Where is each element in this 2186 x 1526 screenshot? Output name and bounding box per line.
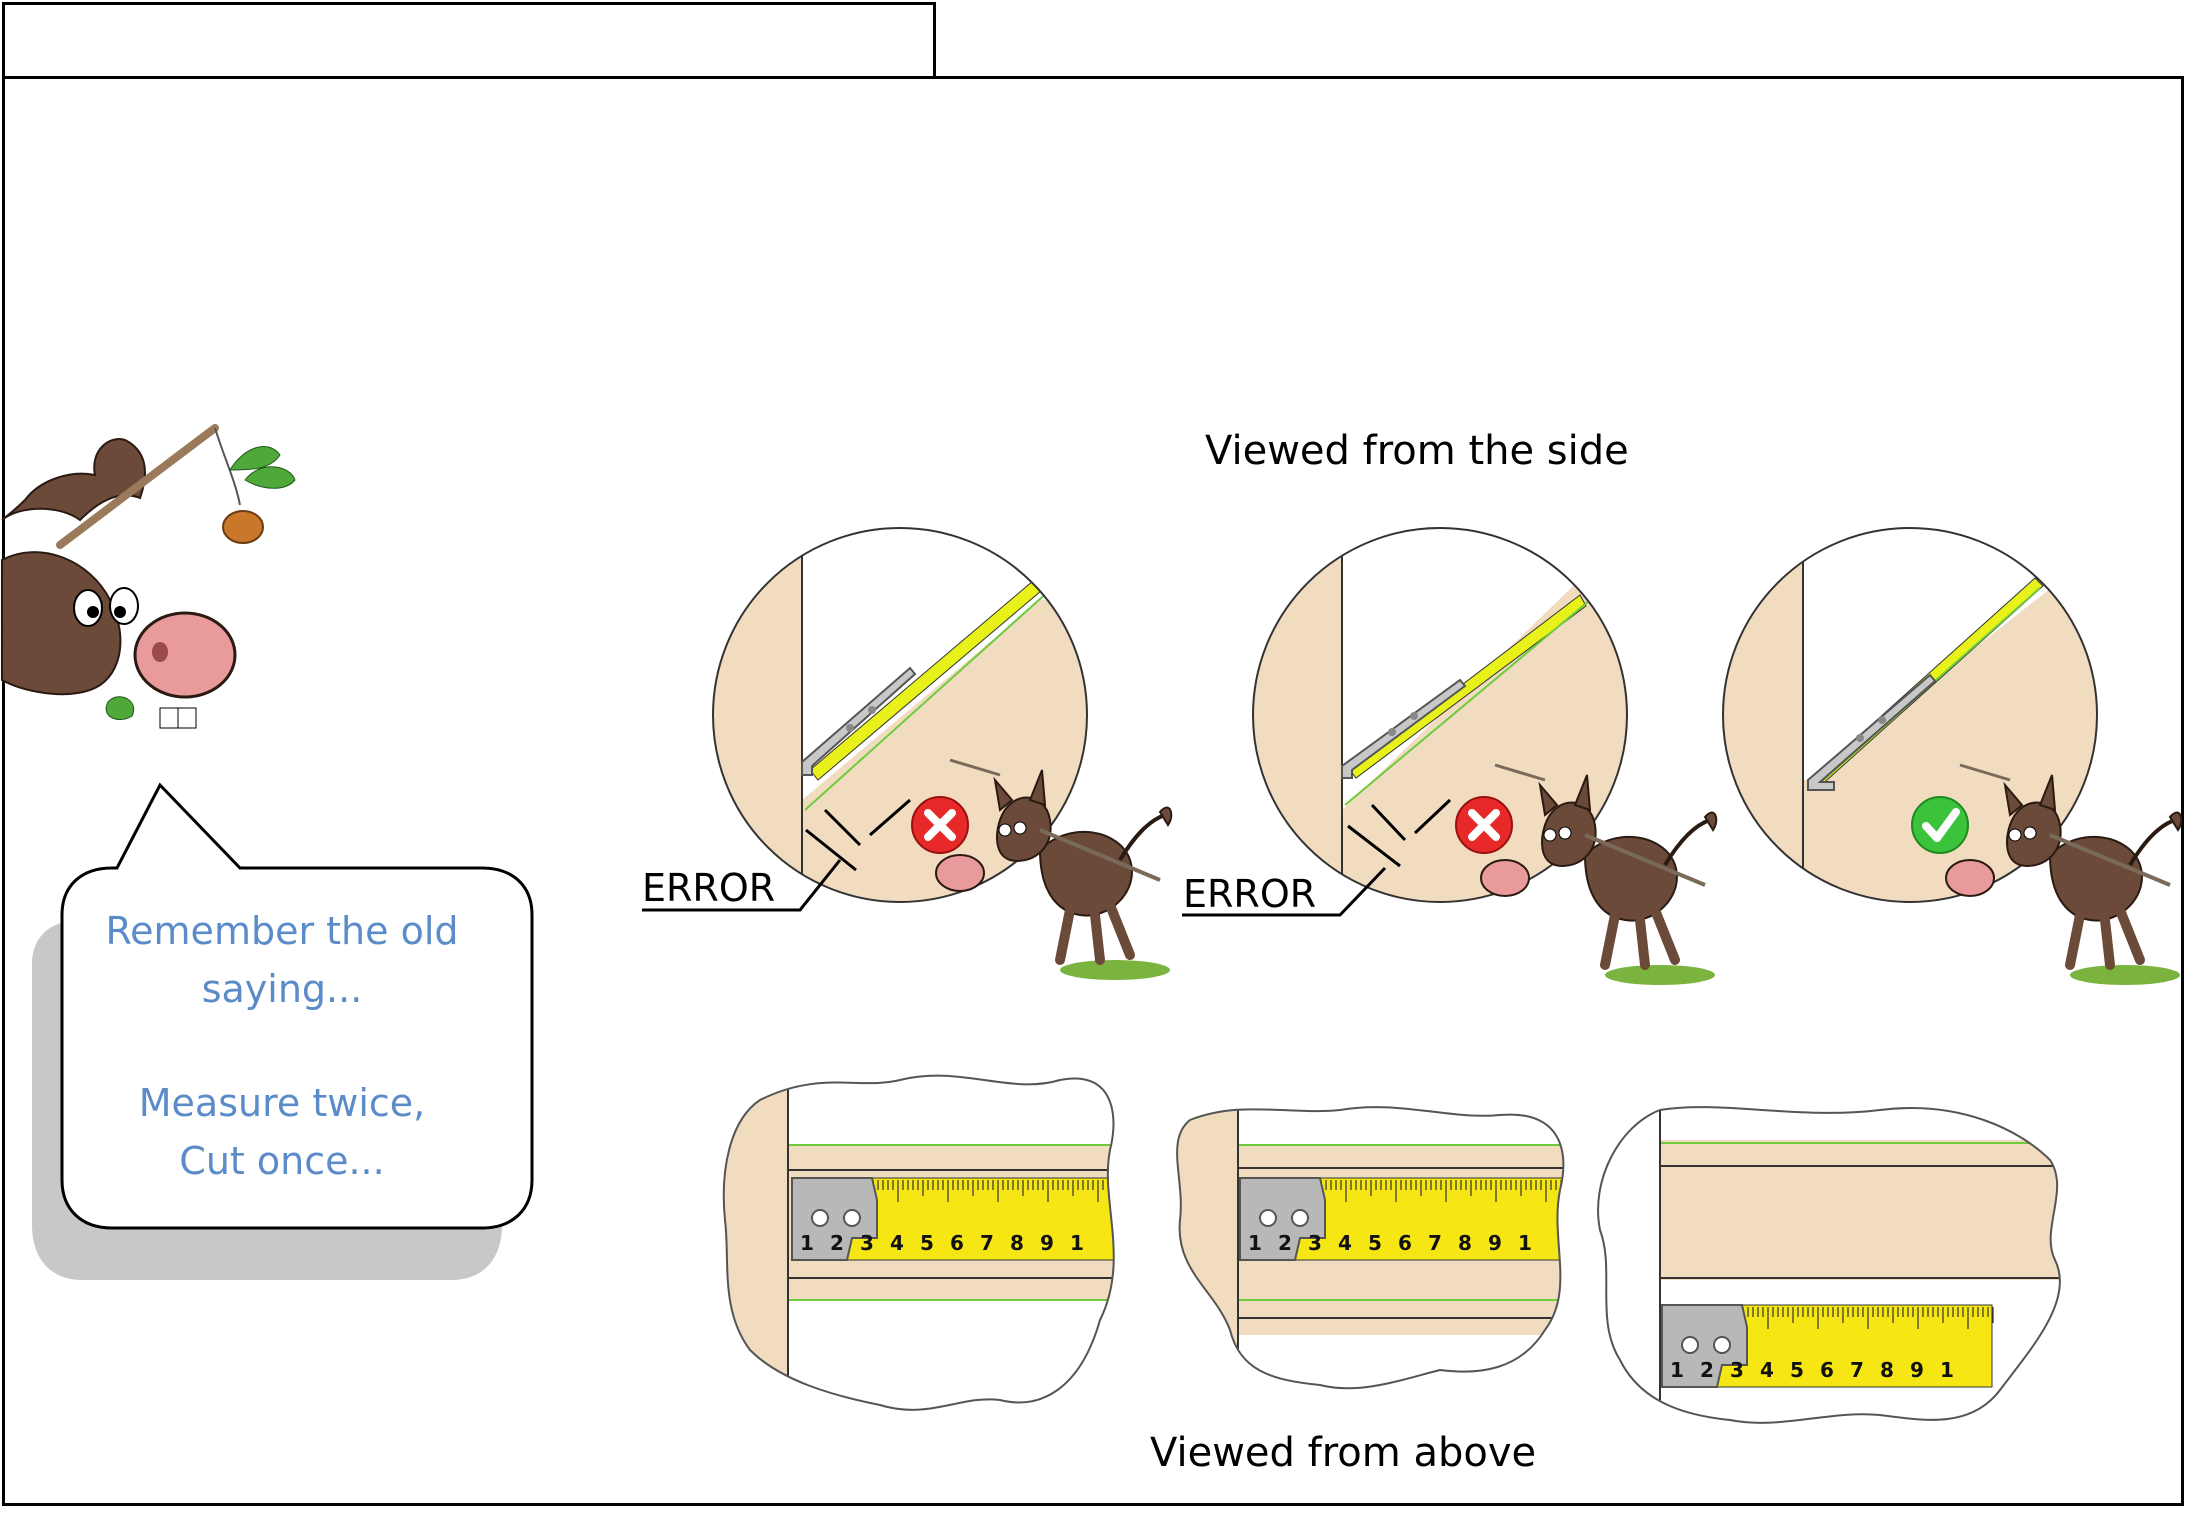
side-view-error-2 [1182,527,1628,917]
tape-digit: 6 [1398,1231,1412,1255]
tape-digit: 8 [1010,1231,1024,1255]
error-label-1: ERROR [642,866,776,910]
tape-digit: 8 [1458,1231,1472,1255]
bubble-line-3: Measure twice, [138,1081,426,1125]
tape-digit: 3 [1308,1231,1322,1255]
tape-digit: 7 [1428,1231,1442,1255]
bubble-line-4: Cut once... [179,1139,385,1183]
bubble-line-2: saying... [201,967,363,1011]
tape-digit: 4 [1338,1231,1352,1255]
bubble-line-1: Remember the old [105,909,459,953]
tape-digit: 9 [1040,1231,1054,1255]
tape-digit: 6 [1820,1358,1834,1382]
check-circle-icon [1911,796,1969,854]
tape-digit: 5 [1368,1231,1382,1255]
tape-digit: 2 [1700,1358,1714,1382]
tape-digit: 1 [800,1231,814,1255]
tape-digit: 1 [1518,1231,1532,1255]
tape-digit: 6 [950,1231,964,1255]
tape-digit: 7 [1850,1358,1864,1382]
tape-digit: 1 [1940,1358,1954,1382]
tape-digit: 2 [830,1231,844,1255]
tape-digit: 5 [920,1231,934,1255]
tape-digit: 9 [1488,1231,1502,1255]
speech-bubble-shape [32,782,534,1280]
speech-bubble: Remember the old saying... Measure twice… [32,868,532,1228]
tape-digit: 1 [1248,1231,1262,1255]
tape-digit: 4 [1760,1358,1774,1382]
tape-digit: 9 [1910,1358,1924,1382]
tape-digit: 3 [1730,1358,1744,1382]
tape-digit: 3 [860,1231,874,1255]
tape-digit: 2 [1278,1231,1292,1255]
tape-digit: 8 [1880,1358,1894,1382]
tape-digit: 1 [1670,1358,1684,1382]
donkey-mascot-icon [0,424,296,729]
above-view-caption: Viewed from above [1150,1430,1537,1476]
title-tab [2,2,936,76]
donkey-icon [935,758,1173,980]
tape-digit: 5 [1790,1358,1804,1382]
tape-digit: 7 [980,1231,994,1255]
tape-digit: 1 [1070,1231,1084,1255]
side-view-caption: Viewed from the side [1205,428,1629,474]
error-label-2: ERROR [1183,872,1317,916]
tape-digit: 4 [890,1231,904,1255]
